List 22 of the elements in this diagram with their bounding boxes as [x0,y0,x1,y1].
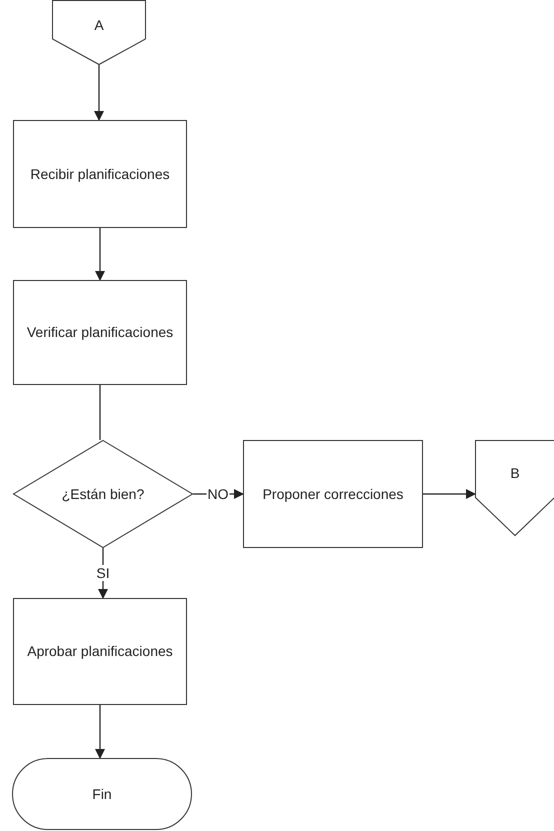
arrow [94,65,104,121]
process-box [13,598,187,705]
edge-label: SI [95,565,111,581]
node-text: Proponer correcciones [262,484,404,504]
off-page-connector [475,440,554,536]
off-page-connector [52,0,146,65]
node-text: Fin [92,784,112,804]
edge-label: NO [206,486,230,502]
node-text: A [94,16,104,36]
process-box [243,440,423,548]
node-text: Recibir planificaciones [30,164,170,184]
decision-diamond [13,440,193,548]
terminator [12,758,192,830]
node-text: Aprobar planificaciones [27,642,173,661]
arrow [95,228,105,281]
node-text: B [510,464,520,483]
arrow [95,705,105,759]
node-text: Verificar planificaciones [26,323,174,342]
node-text: ¿Están bien? [62,484,144,504]
process-box [13,280,187,385]
arrow [423,489,476,499]
process-box [13,120,187,228]
